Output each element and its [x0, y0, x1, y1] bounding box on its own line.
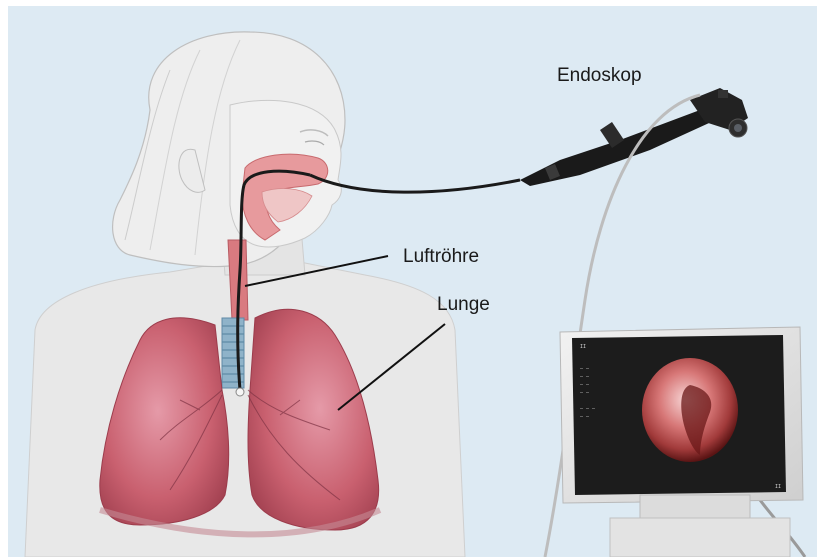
svg-text:— —: — — — [580, 374, 590, 380]
endoscope-tip — [236, 388, 244, 396]
svg-text:— —: — — — [580, 390, 590, 396]
label-endoskop: Endoskop — [557, 65, 642, 87]
svg-text:— —: — — — [580, 366, 590, 372]
endoscope-handle — [520, 88, 748, 186]
label-luftroehre: Luftröhre — [403, 246, 479, 268]
trachea-lower — [222, 318, 244, 388]
label-lunge: Lunge — [437, 294, 490, 316]
monitor: II — — — — — — — — — — — — — II — [560, 327, 803, 557]
svg-text:— — —: — — — — [580, 406, 596, 412]
svg-text:II: II — [580, 344, 586, 350]
svg-text:— —: — — — [580, 382, 590, 388]
svg-text:II: II — [775, 484, 781, 490]
svg-text:— —: — — — [580, 414, 590, 420]
